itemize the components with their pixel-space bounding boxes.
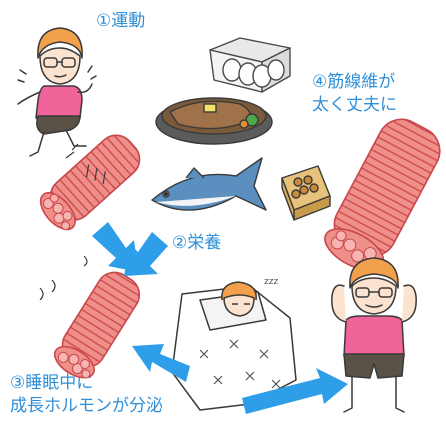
arrow-sleep-to-muscle	[132, 344, 190, 382]
muscle-fiber-large-icon	[324, 118, 441, 271]
sleep-zzz: zzz	[264, 277, 278, 287]
arrow-icon	[92, 222, 348, 414]
step4-label-line2: 太く丈夫に	[312, 95, 397, 115]
arrow-nutrition-to-muscle	[124, 232, 168, 276]
arrow-exercise-to-muscle	[92, 222, 138, 272]
step2-label: ②栄養	[172, 233, 222, 253]
fish-icon	[151, 157, 267, 211]
muscle-fiber-damaged-icon	[39, 255, 141, 379]
steak-icon	[155, 97, 273, 145]
strong-person-icon	[331, 257, 417, 413]
arrow-to-strong	[242, 368, 348, 414]
step3-label-line1: ③睡眠中に	[10, 373, 94, 393]
step4-label-line1: ④筋線維が	[312, 72, 396, 92]
sleeping-person-icon	[171, 281, 297, 411]
natto-box-icon	[281, 165, 331, 221]
step1-label: ①運動	[96, 11, 146, 31]
exercising-person-icon	[17, 27, 97, 157]
muscle-fiber-icon	[39, 134, 141, 231]
egg-carton-icon	[209, 37, 291, 93]
step3-label-line2: 成長ホルモンが分泌	[10, 396, 163, 416]
